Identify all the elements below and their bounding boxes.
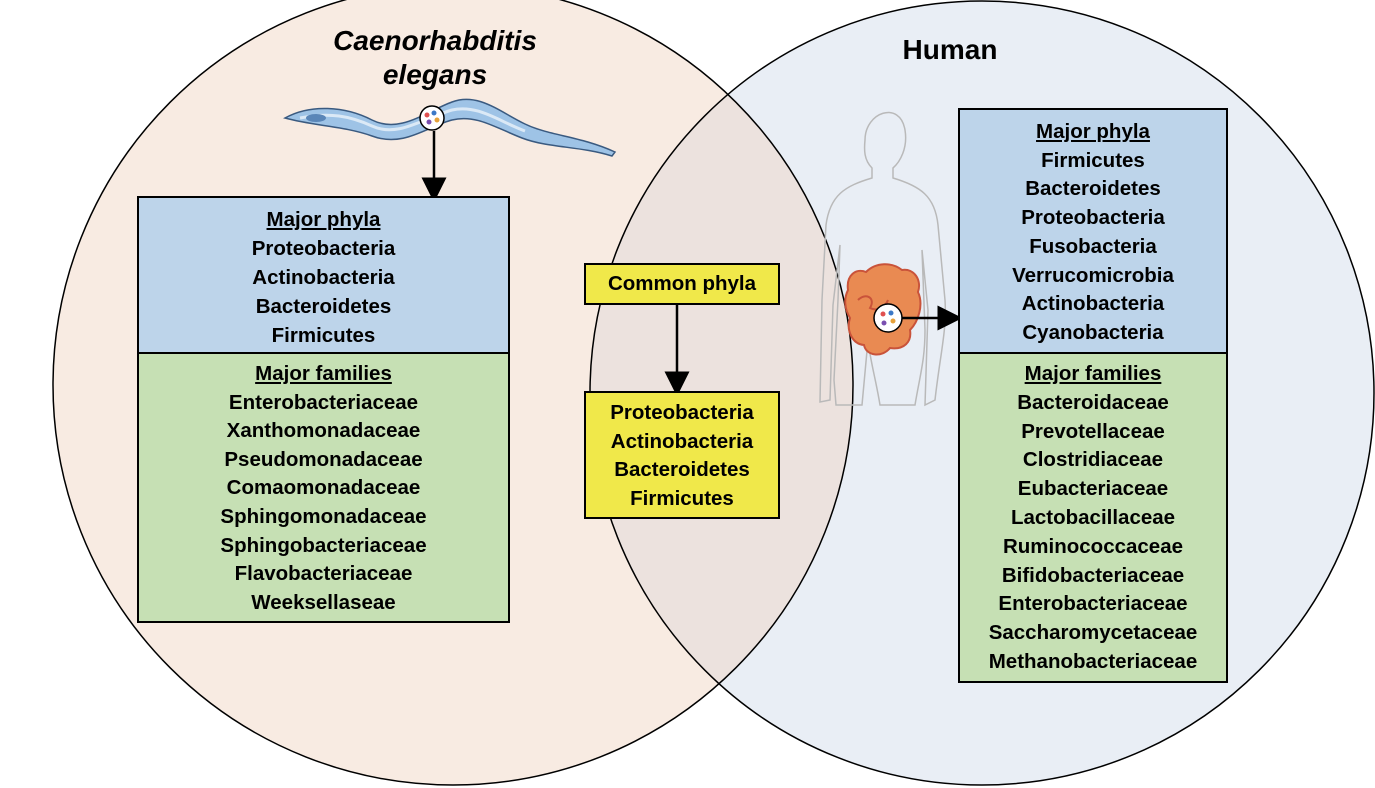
human-family: Saccharomycetaceae: [988, 621, 1198, 645]
common-phylum: Bacteroidetes: [614, 458, 750, 482]
celegans-title-line2: elegans: [382, 59, 488, 90]
celegans-phyla-heading: Major phyla: [266, 208, 381, 231]
human-family: Bifidobacteriaceae: [1001, 563, 1185, 587]
celegans-title: Caenorhabditis elegans: [300, 24, 570, 92]
celegans-families-heading: Major families: [255, 362, 392, 385]
celegans-phylum: Firmicutes: [271, 324, 376, 347]
common-phylum: Firmicutes: [630, 487, 734, 511]
celegans-family: Xanthomonadaceae: [226, 419, 421, 443]
human-title: Human: [902, 34, 998, 65]
celegans-family: Pseudomonadaceae: [224, 447, 423, 471]
common-phylum: Actinobacteria: [610, 429, 754, 453]
celegans-phylum: Actinobacteria: [252, 266, 395, 289]
celegans-family: Sphingobacteriaceae: [220, 533, 427, 557]
common-phyla-label: Common phyla: [607, 272, 757, 295]
celegans-family: Enterobacteriaceae: [228, 390, 419, 414]
human-phylum: Firmicutes: [1041, 148, 1145, 172]
human-phylum: Fusobacteria: [1029, 234, 1157, 258]
overlap-region: [590, 1, 853, 785]
celegans-phylum: Bacteroidetes: [255, 295, 392, 318]
human-body-illustration: [819, 111, 947, 407]
common-phylum: Proteobacteria: [610, 401, 754, 424]
worm-illustration: [283, 98, 617, 157]
celegans-family: Flavobacteriaceae: [234, 562, 413, 586]
human-phylum: Proteobacteria: [1021, 206, 1165, 230]
celegans-title-line1: Caenorhabditis: [333, 25, 537, 56]
human-phylum: Verrucomicrobia: [1012, 263, 1174, 287]
celegans-family: Comaomonadaceae: [226, 476, 421, 500]
celegans-families-box: Major families Enterobacteriaceae Xantho…: [137, 352, 510, 623]
human-phylum: Cyanobacteria: [1022, 320, 1164, 344]
human-family: Lactobacillaceae: [1010, 505, 1176, 529]
celegans-phylum: Proteobacteria: [251, 237, 396, 260]
common-phyla-label-box: Common phyla: [584, 263, 780, 305]
celegans-family: Sphingomonadaceae: [220, 504, 427, 528]
human-phylum: Bacteroidetes: [1025, 177, 1161, 201]
human-family: Ruminococcaceae: [1002, 534, 1184, 558]
human-phyla-heading: Major phyla: [1036, 120, 1150, 143]
human-family: Bacteroidaceae: [1017, 390, 1169, 414]
celegans-family: Weeksellaseae: [251, 590, 396, 614]
celegans-circle-outline: [52, 0, 854, 786]
human-family: Methanobacteriaceae: [988, 649, 1198, 673]
human-phylum: Actinobacteria: [1021, 292, 1165, 316]
human-family: Enterobacteriaceae: [998, 592, 1188, 616]
human-family: Clostridiaceae: [1022, 448, 1164, 472]
common-phyla-list-box: Proteobacteria Actinobacteria Bacteroide…: [584, 391, 780, 519]
human-family: Prevotellaceae: [1021, 419, 1165, 443]
human-phyla-box: Major phyla Firmicutes Bacteroidetes Pro…: [958, 108, 1228, 354]
human-families-box: Major families Bacteroidaceae Prevotella…: [958, 352, 1228, 683]
celegans-phyla-box: Major phyla Proteobacteria Actinobacteri…: [137, 196, 510, 354]
human-families-heading: Major families: [1024, 362, 1162, 385]
human-family: Eubacteriaceae: [1017, 477, 1169, 501]
